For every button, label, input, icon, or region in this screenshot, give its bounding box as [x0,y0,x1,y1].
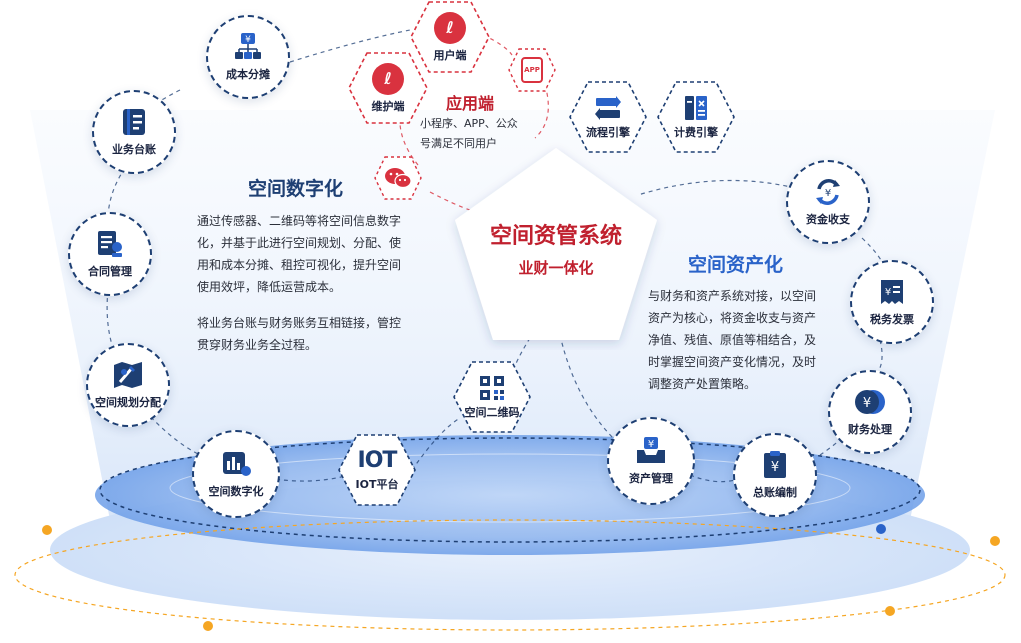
asset-tray-icon: ¥ [637,437,665,463]
node-app[interactable]: APP [507,47,557,93]
app-phone-icon: APP [521,57,543,83]
node-space-qrcode[interactable]: 空间二维码 [452,360,532,434]
cost-allocation-icon: ¥ [235,33,261,59]
user-end-icon: ℓ [434,11,466,44]
node-wechat[interactable] [373,155,423,201]
svg-text:¥: ¥ [863,396,871,411]
node-fund-flow[interactable]: ¥ 资金收支 [786,160,870,244]
node-label: 成本分摊 [226,68,270,81]
core-system-subtitle: 业财一体化 [518,259,594,277]
orbit-dot [990,536,1000,546]
orbit-dot [885,606,895,616]
digital-chart-icon [223,452,251,476]
hex-frame [338,434,416,506]
svg-text:¥: ¥ [885,287,891,298]
svg-text:¥: ¥ [771,460,779,475]
invoice-icon: ¥ [881,280,903,304]
node-tax-invoice[interactable]: ¥ 税务发票 [850,260,934,344]
coins-icon: ¥ [855,390,885,414]
platform-inner-ring [169,453,851,523]
app-panel-heading: 应用端 [446,94,495,113]
node-label: 空间数字化 [208,485,264,498]
node-label: 业务台账 [112,143,156,156]
iot-icon: IOT [357,447,398,473]
node-space-digitization[interactable]: 空间数字化 [192,430,280,518]
process-flow-icon [595,95,621,120]
node-contract-management[interactable]: 合同管理 [68,212,152,296]
maintenance-end-icon: ℓ [372,62,404,95]
hex-frame-red [508,48,556,92]
core-system-title: 空间资管系统 [489,224,622,249]
right-panel-text: 与财务和资产系统对接，以空间资产为核心，将资金收支与资产净值、残值、原值等相结合… [648,285,816,409]
node-maintenance-end[interactable]: ℓ 维护端 [347,51,429,125]
node-label: 税务发票 [870,313,914,326]
node-label: 合同管理 [88,265,132,278]
left-paragraph-2: 将业务台账与财务账务互相链接，管控贯穿财务业务全过程。 [197,316,402,352]
connector-lines [106,29,886,483]
node-business-ledger[interactable]: 业务台账 [92,90,176,174]
ledger-book-icon [123,109,145,135]
app-panel-text: 小程序、APP、公众号满足不同用户 [420,117,518,150]
node-billing-engine[interactable]: 计费引擎 [656,80,736,154]
node-label: IOT平台 [355,477,399,491]
ledger-compile-icon: ¥ [764,451,786,478]
node-label: 计费引擎 [674,125,718,139]
map-planning-icon [114,362,142,388]
core-system-pentagon: 空间资管系统 业财一体化 [445,140,667,350]
orbit-dot-blue [876,524,886,534]
node-label: 资产管理 [629,472,673,485]
node-iot-platform[interactable]: IOT IOT平台 [337,433,417,507]
app-badge-text: APP [524,66,540,74]
orbit-dot [42,525,52,535]
node-label: 财务处理 [848,423,892,436]
platform-ring [99,437,921,543]
svg-text:¥: ¥ [825,188,831,199]
node-process-engine[interactable]: 流程引擎 [568,80,648,154]
node-label: 总账编制 [753,486,797,499]
node-space-planning[interactable]: 空间规划分配 [86,343,170,427]
node-label: 维护端 [371,99,405,113]
orbit-dot [203,621,213,631]
fund-cycle-icon: ¥ [816,179,840,205]
billing-calculator-icon [685,95,707,120]
svg-text:¥: ¥ [648,439,654,450]
svg-text:¥: ¥ [245,35,251,45]
node-cost-allocation[interactable]: ¥ 成本分摊 [206,15,290,99]
pentagon-shape [455,148,657,340]
node-label: 空间规划分配 [95,396,161,409]
hex-frame [453,361,531,433]
node-user-end[interactable]: ℓ 用户端 [409,0,491,74]
left-paragraph-1: 通过传感器、二维码等将空间信息数字化，并基于此进行空间规划、分配、使用和成本分摊… [197,214,402,294]
orbit-ring [14,519,1006,631]
node-financial-processing[interactable]: ¥ 财务处理 [828,370,912,454]
right-paragraph-1: 与财务和资产系统对接，以空间资产为核心，将资金收支与资产净值、残值、原值等相结合… [648,289,817,391]
qrcode-icon [480,375,504,400]
node-general-ledger[interactable]: ¥ 总账编制 [733,433,817,517]
node-asset-management[interactable]: ¥ 资产管理 [607,417,695,505]
contract-icon [98,231,122,257]
node-label: 用户端 [433,48,467,62]
left-panel-text: 通过传感器、二维码等将空间信息数字化，并基于此进行空间规划、分配、使用和成本分摊… [197,210,409,370]
left-panel-heading: 空间数字化 [248,178,344,200]
node-label: 资金收支 [806,213,850,226]
wechat-icon [385,168,412,189]
node-label: 空间二维码 [464,405,520,419]
node-label: 流程引擎 [586,125,630,139]
right-panel-heading: 空间资产化 [688,254,784,276]
